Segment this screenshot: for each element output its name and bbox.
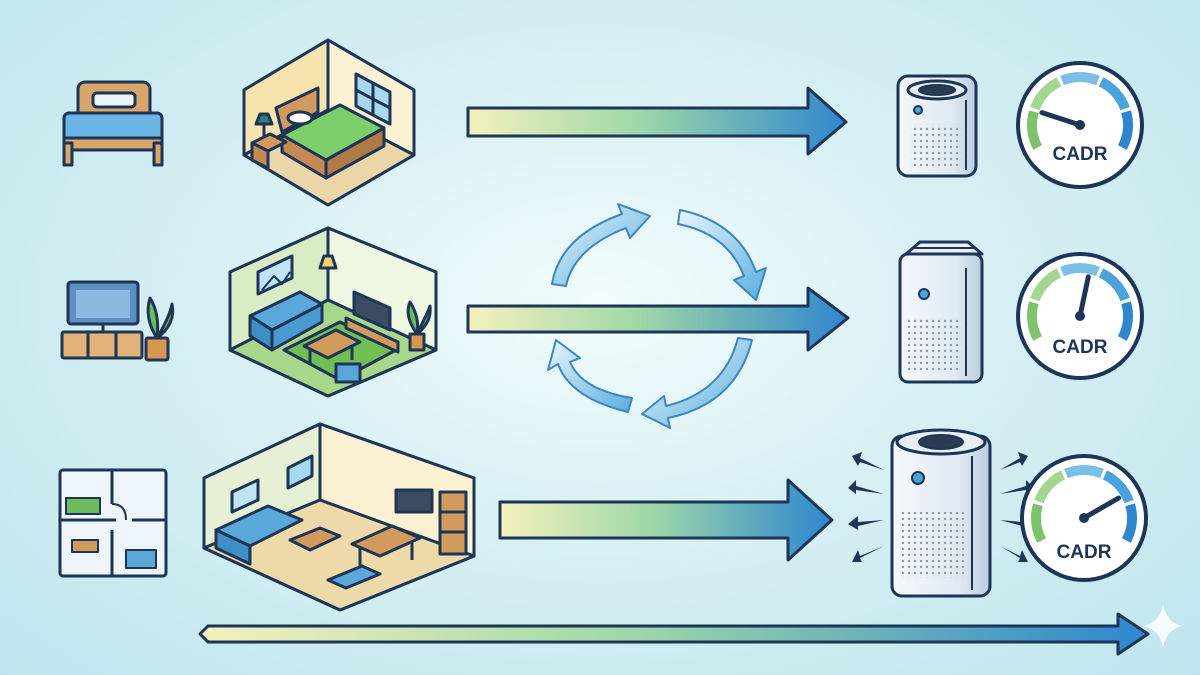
cadr-gauge-large: CADR (1020, 454, 1148, 582)
bedroom-scene (242, 38, 416, 207)
circular-refresh-arrows-icon (547, 203, 767, 429)
gauge-segment (1064, 465, 1104, 479)
cadr-gauge-medium: CADR (1016, 252, 1144, 380)
gauge-segment (1031, 503, 1047, 543)
gauge-segment (1117, 110, 1133, 150)
cadr-label-medium: CADR (1053, 337, 1108, 358)
gauge-needle (1081, 495, 1122, 521)
gauge-segment (1121, 503, 1137, 543)
gauge-segment (1117, 301, 1133, 341)
gauge-segment (1060, 72, 1100, 86)
gauge-segment (1030, 268, 1062, 302)
large-air-purifier (890, 428, 992, 598)
cadr-gauge-small: CADR (1016, 61, 1144, 189)
open-plan-to-purifier-arrow (498, 478, 834, 562)
gauge-segment (1102, 470, 1134, 504)
medium-air-purifier (898, 240, 984, 384)
bedroom-to-purifier-arrow (466, 86, 848, 156)
gauge-segment (1098, 77, 1130, 111)
cadr-label-small: CADR (1053, 144, 1108, 165)
gauge-segment (1027, 110, 1043, 150)
gauge-needle (1039, 110, 1083, 128)
bed-icon (62, 80, 164, 167)
gauge-segment (1034, 470, 1066, 504)
tv-stand-plant-icon (60, 280, 175, 362)
small-air-purifier (896, 74, 978, 178)
open-plan-home-scene (202, 422, 476, 612)
gauge-needle (1077, 274, 1091, 319)
floor-plan-icon (58, 468, 168, 578)
gauge-segment (1098, 268, 1130, 302)
living-room-to-purifier-arrow (466, 286, 850, 352)
cadr-label-large: CADR (1057, 542, 1112, 563)
gauge-segment (1060, 263, 1100, 277)
living-room-scene (228, 226, 438, 398)
gauge-segment (1030, 77, 1062, 111)
sparkle-icon (1144, 604, 1182, 648)
progress-arrow (198, 612, 1150, 656)
gauge-segment (1027, 301, 1043, 341)
